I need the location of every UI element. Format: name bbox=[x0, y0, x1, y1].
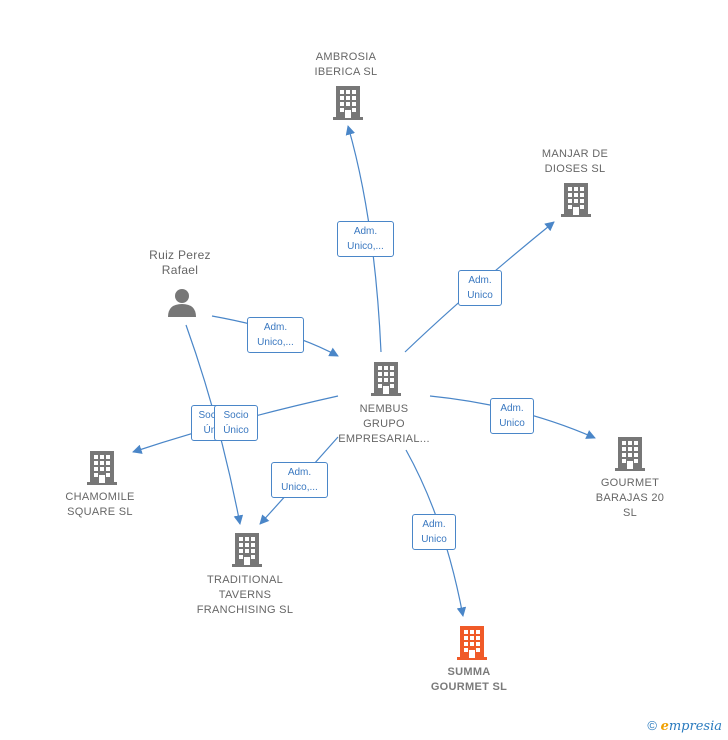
node-traditional-label[interactable]: TRADITIONAL TAVERNS FRANCHISING SL bbox=[185, 573, 305, 618]
node-label-line: GRUPO bbox=[363, 418, 405, 430]
node-label-line: TAVERNS bbox=[218, 589, 272, 601]
brand-logo-rest: mpresia bbox=[668, 719, 722, 734]
node-label-line: Ruiz Perez bbox=[149, 248, 211, 262]
node-label-line: DIOSES SL bbox=[544, 163, 606, 175]
building-icon[interactable] bbox=[561, 183, 591, 217]
edge-label-line: Unico,... bbox=[257, 337, 294, 348]
edge-label-chamomile[interactable]: Socio Único bbox=[214, 405, 258, 441]
node-label-line: MANJAR DE bbox=[541, 148, 609, 160]
brand-footer: © empresia bbox=[647, 718, 722, 734]
node-ruiz-label[interactable]: Ruiz Perez Rafael bbox=[132, 248, 228, 278]
node-label-line: EMPRESARIAL... bbox=[338, 433, 430, 445]
edge-label-line: Unico,... bbox=[281, 482, 318, 493]
building-icon[interactable] bbox=[333, 86, 363, 120]
edge-label-line: Adm. bbox=[422, 519, 446, 530]
edge-label-summa[interactable]: Adm. Unico bbox=[412, 514, 456, 550]
brand-logo-e: e bbox=[660, 719, 669, 734]
edge-label-line: Único bbox=[223, 425, 249, 436]
edge-label-line: Adm. bbox=[263, 322, 288, 333]
node-label-line: BARAJAS 20 bbox=[595, 492, 665, 504]
edge-label-traditional[interactable]: Adm. Unico,... bbox=[271, 462, 328, 498]
building-icon[interactable] bbox=[371, 362, 401, 396]
edge-label-ambrosia[interactable]: Adm. Unico,... bbox=[337, 221, 394, 257]
edge-label-line: Adm. bbox=[500, 403, 524, 414]
building-icon[interactable] bbox=[232, 533, 262, 567]
node-label-line: SUMMA bbox=[447, 666, 491, 678]
edge-label-line: Adm. bbox=[468, 275, 492, 286]
node-label-line: AMBROSIA bbox=[315, 51, 377, 63]
edge-label-line: Adm. bbox=[353, 226, 378, 237]
node-label-line: FRANCHISING SL bbox=[196, 604, 294, 616]
building-icon[interactable] bbox=[615, 437, 645, 471]
edge-label-line: Socio bbox=[198, 410, 224, 421]
node-summa-label[interactable]: SUMMA GOURMET SL bbox=[414, 665, 524, 695]
node-label-line: IBERICA SL bbox=[314, 66, 378, 78]
node-ambrosia-label[interactable]: AMBROSIA IBERICA SL bbox=[298, 50, 394, 80]
node-label-line: NEMBUS bbox=[359, 403, 409, 415]
node-label-line: SL bbox=[622, 507, 638, 519]
node-label-line: SQUARE SL bbox=[67, 506, 133, 518]
brand-logo: empresia bbox=[661, 719, 722, 734]
building-icon-focus[interactable] bbox=[457, 626, 487, 660]
node-label-line: CHAMOMILE bbox=[65, 491, 135, 503]
node-label-line: GOURMET bbox=[600, 477, 660, 489]
node-label-line: TRADITIONAL bbox=[206, 574, 284, 586]
edge-label-line: Unico bbox=[467, 290, 493, 301]
edge-label-line: Socio bbox=[223, 410, 249, 421]
copyright-symbol: © bbox=[647, 718, 657, 733]
building-icon[interactable] bbox=[87, 451, 117, 485]
node-gourmet-label[interactable]: GOURMET BARAJAS 20 SL bbox=[582, 476, 678, 521]
person-icon[interactable] bbox=[168, 289, 196, 317]
edge-label-line: Úni bbox=[203, 425, 219, 436]
edge-label-ruiz-nembus[interactable]: Adm. Unico,... bbox=[247, 317, 304, 353]
node-label-line: Rafael bbox=[161, 263, 199, 277]
node-manjar-label[interactable]: MANJAR DE DIOSES SL bbox=[527, 147, 623, 177]
node-nembus-label[interactable]: NEMBUS GRUPO EMPRESARIAL... bbox=[326, 402, 442, 447]
edge-label-line: Adm. bbox=[287, 467, 312, 478]
edge-label-manjar[interactable]: Adm. Unico bbox=[458, 270, 502, 306]
node-label-line: GOURMET SL bbox=[430, 681, 508, 693]
edge-label-line: Unico,... bbox=[347, 241, 384, 252]
edge-label-line: Unico bbox=[421, 534, 447, 545]
node-chamomile-label[interactable]: CHAMOMILE SQUARE SL bbox=[52, 490, 148, 520]
edge-label-gourmet[interactable]: Adm. Unico bbox=[490, 398, 534, 434]
edge-label-line: Unico bbox=[499, 418, 525, 429]
